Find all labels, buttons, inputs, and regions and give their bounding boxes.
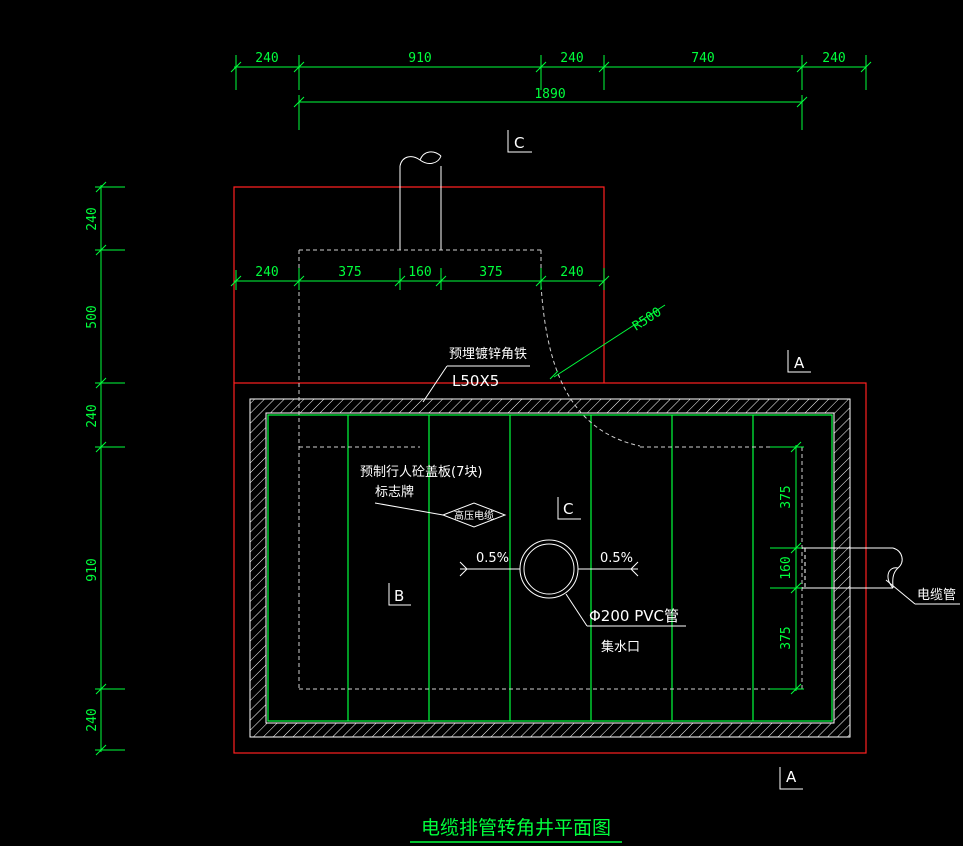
left-dim-2: 500 bbox=[85, 305, 100, 328]
top-dim-3: 240 bbox=[560, 51, 583, 66]
cover-plate-label: 预制行人砼盖板(7块) bbox=[360, 465, 482, 480]
cover-plates bbox=[267, 414, 833, 722]
sign-label: 标志牌 bbox=[375, 484, 414, 500]
left-dim-4: 910 bbox=[85, 558, 100, 581]
top-dim-1: 240 bbox=[255, 51, 278, 66]
right-dim-1: 375 bbox=[779, 485, 794, 508]
top-dimension-chain bbox=[230, 55, 872, 130]
right-dim-2: 160 bbox=[779, 556, 794, 579]
top-dim-4: 740 bbox=[691, 51, 714, 66]
right-dimension-chain bbox=[770, 441, 804, 695]
section-marker-c-mid bbox=[557, 497, 581, 520]
sign-diamond bbox=[441, 502, 507, 528]
well-wall-hatch bbox=[250, 399, 850, 737]
section-b-label: B bbox=[394, 587, 404, 605]
slope-right-label: 0.5% bbox=[600, 551, 633, 566]
cable-pipe-label: 电缆管 bbox=[917, 587, 956, 603]
sump-pipe-outer bbox=[519, 539, 579, 599]
radius-leader bbox=[553, 304, 666, 378]
top-dim-2: 910 bbox=[408, 51, 431, 66]
inner-dim-2: 375 bbox=[338, 265, 361, 280]
sump-label: 集水口 bbox=[601, 639, 640, 655]
sump-pipe-inner bbox=[523, 543, 575, 595]
slope-left-label: 0.5% bbox=[476, 551, 509, 566]
left-dimension-chain bbox=[95, 181, 125, 756]
top-cable-pipe bbox=[399, 151, 442, 250]
inner-dim-5: 240 bbox=[560, 265, 583, 280]
section-marker-a-top bbox=[787, 350, 811, 373]
inner-dim-1: 240 bbox=[255, 265, 278, 280]
cable-pipe-leader bbox=[885, 579, 916, 605]
section-a-bottom-label: A bbox=[786, 768, 797, 786]
right-cable-pipe bbox=[802, 547, 903, 589]
right-dim-3: 375 bbox=[779, 626, 794, 649]
slope-arrows bbox=[459, 561, 639, 577]
section-c-mid-label: C bbox=[563, 500, 573, 518]
left-dim-1: 240 bbox=[85, 207, 100, 230]
top-dim-5: 240 bbox=[822, 51, 845, 66]
section-c-top-label: C bbox=[514, 134, 524, 152]
sign-leader bbox=[374, 502, 444, 516]
section-marker-a-bottom bbox=[779, 767, 803, 790]
angle-iron-label: 预埋镀锌角铁 bbox=[449, 346, 527, 362]
sign-text: 高压电缆 bbox=[454, 509, 494, 522]
pipe-leader bbox=[565, 593, 588, 627]
drawing-title: 电缆排管转角井平面图 bbox=[421, 817, 611, 839]
inner-dim-3: 160 bbox=[408, 265, 431, 280]
left-dim-3: 240 bbox=[85, 404, 100, 427]
section-marker-c-top bbox=[507, 130, 532, 153]
inner-dim-4: 375 bbox=[479, 265, 502, 280]
well-outer-outline bbox=[233, 186, 867, 754]
section-marker-b bbox=[388, 583, 411, 606]
section-a-top-label: A bbox=[794, 354, 805, 372]
pipe-label: Φ200 PVC管 bbox=[589, 607, 679, 625]
angle-iron-spec: L50X5 bbox=[452, 372, 499, 390]
radius-leader-tick bbox=[549, 370, 559, 380]
well-wall-inner-line bbox=[265, 412, 835, 724]
left-dim-5: 240 bbox=[85, 708, 100, 731]
top-dim-total: 1890 bbox=[534, 87, 565, 102]
inner-dimension-chain bbox=[230, 268, 610, 290]
angle-iron-leader bbox=[422, 365, 448, 403]
well-wall-outer-line bbox=[249, 398, 851, 738]
